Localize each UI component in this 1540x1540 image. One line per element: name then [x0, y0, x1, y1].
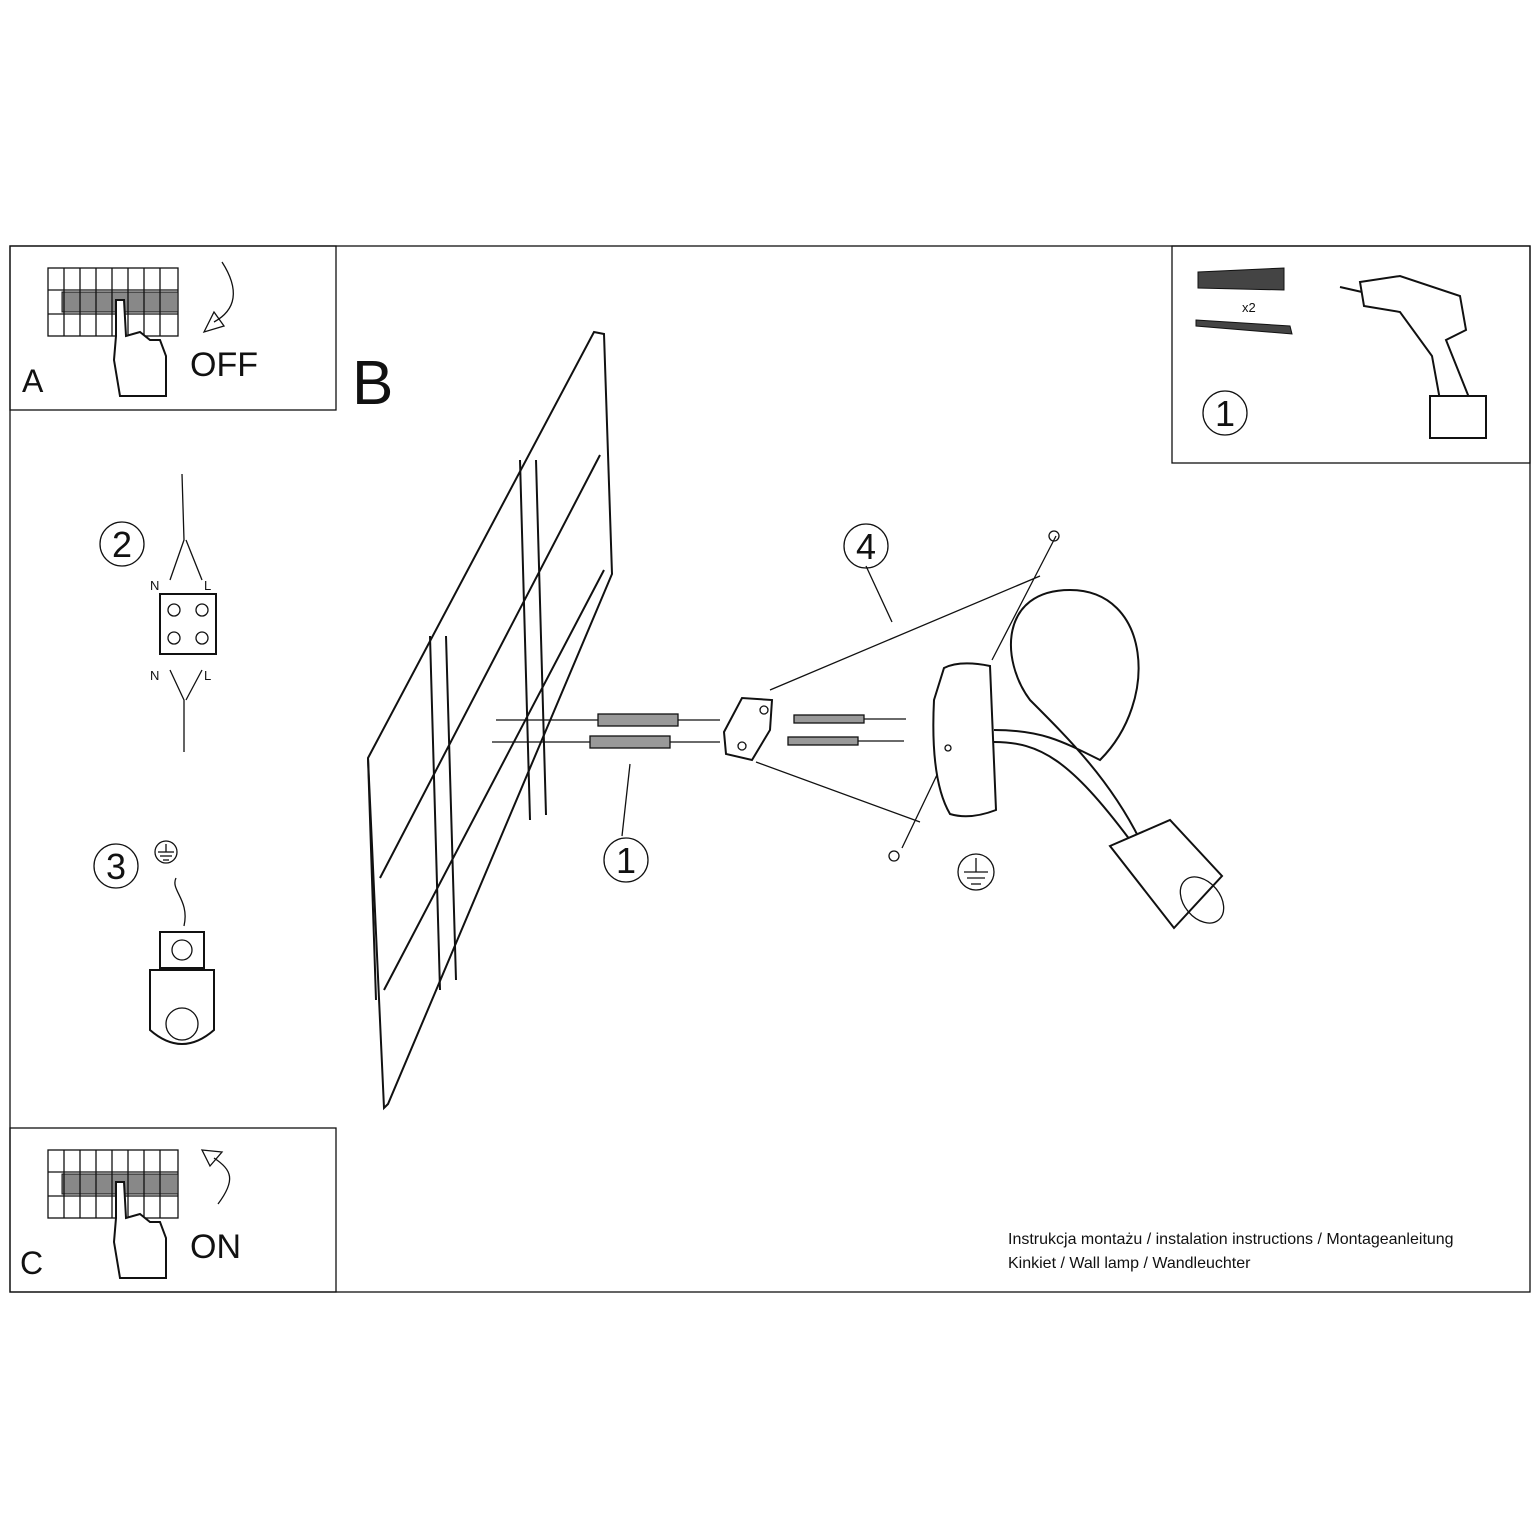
step-4-label: 4	[856, 526, 876, 567]
neutral-top-label: N	[150, 578, 159, 593]
footer-title-line2: Kinkiet / Wall lamp / Wandleuchter	[1008, 1255, 1251, 1272]
wall-plug-icon	[1197, 267, 1285, 291]
arrow-down-icon	[202, 261, 234, 334]
screw-icon	[1195, 319, 1293, 335]
panel-c-letter: C	[20, 1245, 43, 1281]
ground-step: 3	[93, 840, 215, 1045]
panel-a-power-off: OFF A	[9, 245, 337, 411]
wall-plugs-and-screws	[492, 713, 906, 749]
tools-panel: x2 1	[1171, 245, 1531, 464]
ground-symbol-icon	[957, 853, 995, 891]
mounting-bracket-icon	[722, 696, 774, 762]
off-label: OFF	[190, 346, 258, 384]
ground-clamp-icon	[149, 969, 215, 1045]
ground-symbol-icon	[154, 840, 178, 864]
hand-icon	[112, 1181, 167, 1279]
on-label: ON	[190, 1228, 241, 1266]
step-2-label: 2	[112, 524, 132, 565]
wall-lamp-icon	[888, 530, 1225, 930]
wall-tiles	[366, 330, 614, 1111]
circuit-breaker-icon	[47, 267, 179, 337]
drill-icon	[1339, 274, 1487, 439]
wiring-step: 2 N L N L	[99, 473, 217, 752]
live-bottom-label: L	[204, 668, 211, 683]
panel-a-letter: A	[22, 363, 44, 399]
terminal-block-icon	[159, 593, 217, 655]
step-1-tools-label: 1	[1215, 393, 1235, 434]
hand-icon	[112, 299, 167, 397]
quantity-label: x2	[1242, 300, 1256, 315]
panel-c-power-on: ON C	[9, 1127, 337, 1293]
panel-b-letter: B	[352, 349, 393, 418]
footer-title-line1: Instrukcja montażu / instalation instruc…	[1008, 1231, 1454, 1248]
step-3-label: 3	[106, 846, 126, 887]
arrow-up-icon	[200, 1149, 231, 1205]
neutral-bottom-label: N	[150, 668, 159, 683]
step-1-mount-label: 1	[616, 840, 636, 881]
live-top-label: L	[204, 578, 211, 593]
outer-frame	[9, 245, 1531, 1293]
